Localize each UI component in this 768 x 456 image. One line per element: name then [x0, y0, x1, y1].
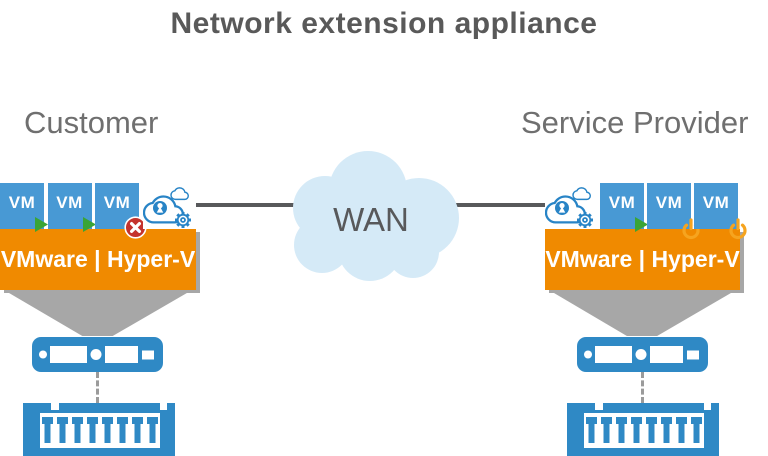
- provider-vm-3: VM: [694, 183, 747, 240]
- vm-label: VM: [8, 193, 36, 212]
- vm-label: VM: [56, 193, 83, 212]
- provider-dashed-link: [641, 372, 644, 403]
- customer-patch-panel-device: [23, 403, 175, 456]
- vm-label: VM: [702, 193, 730, 212]
- power-icon: [729, 218, 747, 240]
- vm-label: VM: [608, 193, 636, 212]
- customer-label: Customer: [24, 105, 159, 140]
- customer-vm-1: VM: [0, 183, 48, 232]
- customer-switch-device: [32, 337, 163, 372]
- provider-switch-device: [577, 337, 708, 372]
- customer-vm-2: VM: [47, 183, 96, 232]
- hypervisor-label: VMware | Hyper-V: [545, 246, 740, 272]
- vm-label: VM: [655, 193, 683, 212]
- wan-cloud: [293, 151, 459, 281]
- provider-hypervisor-bar: VMware | Hyper-V: [545, 229, 740, 290]
- customer-hypervisor-bar: VMware | Hyper-V: [0, 229, 196, 290]
- diagram-title: Network extension appliance: [170, 7, 598, 40]
- vm-label: VM: [103, 193, 131, 212]
- customer-dashed-link: [96, 372, 99, 403]
- cloud-lock-gear-icon: [544, 186, 595, 230]
- wan-label: WAN: [333, 201, 409, 238]
- provider-vm-1: VM: [600, 183, 648, 232]
- provider-patch-panel-device: [567, 403, 719, 456]
- cloud-lock-gear-icon: [142, 186, 193, 230]
- service-provider-label: Service Provider: [521, 105, 749, 140]
- customer-funnel-shape: [3, 290, 193, 336]
- customer-vm-3: VM: [95, 183, 147, 239]
- provider-funnel-shape: [548, 290, 737, 336]
- provider-vm-2: VM: [647, 183, 700, 240]
- hypervisor-label: VMware | Hyper-V: [0, 246, 196, 272]
- provider-appliance-box: [544, 183, 597, 230]
- customer-appliance-box: [142, 183, 196, 230]
